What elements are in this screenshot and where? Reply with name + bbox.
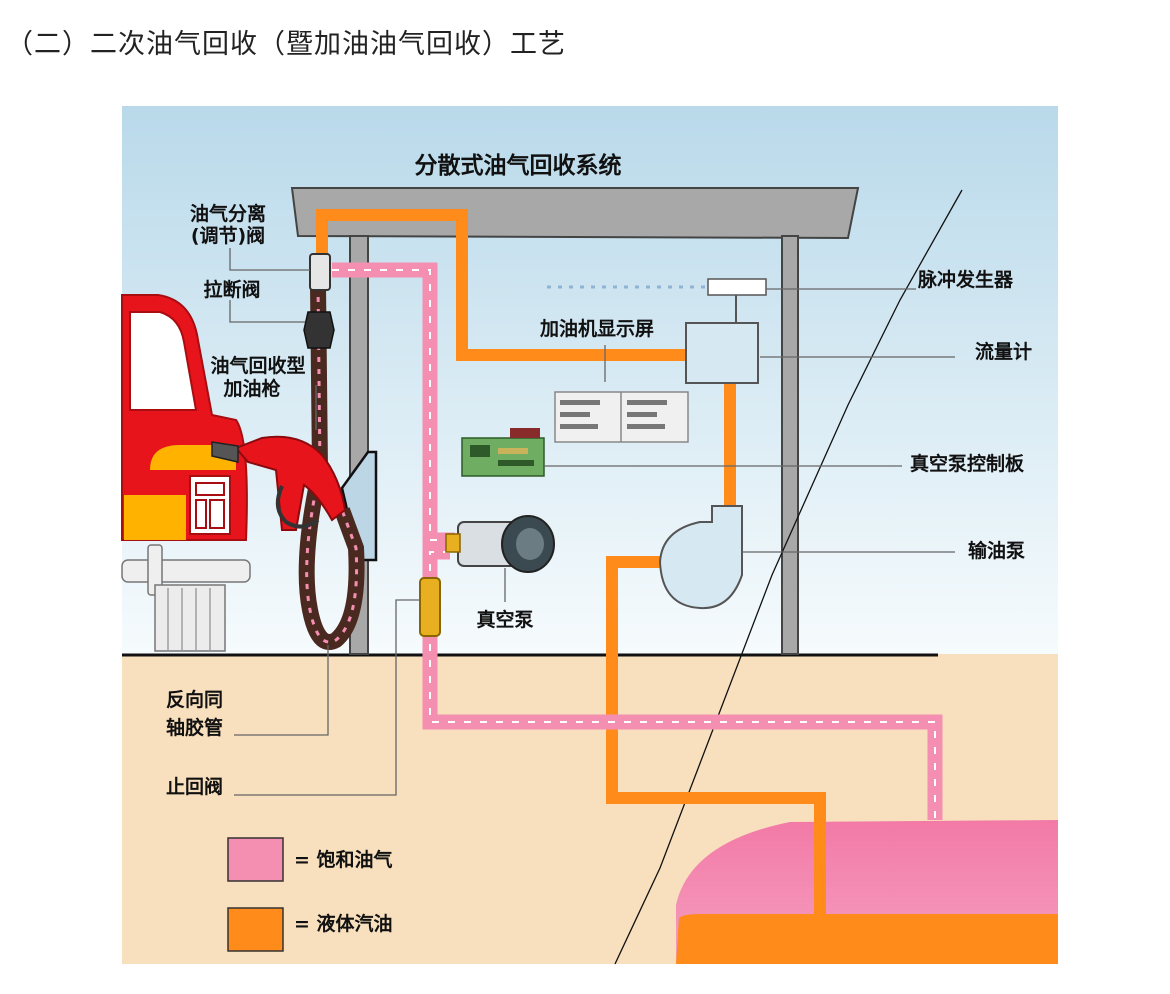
label-breakaway-valve: 拉断阀 — [203, 278, 260, 301]
label-separator-valve: 油气分离 — [190, 202, 266, 225]
tank-liquid — [676, 914, 1058, 964]
coaxial-hose — [298, 284, 365, 650]
nozzle-holster — [340, 450, 378, 562]
liquid-line-canopy — [316, 209, 690, 361]
section-break-line — [614, 189, 963, 965]
legend-label-liquid: = 液体汽油 — [294, 912, 393, 935]
label-pulse-generator: 脉冲发生器 — [917, 268, 1014, 291]
label-separator-valve-2: (调节)阀 — [191, 224, 265, 247]
label-hose: 反向同 — [166, 688, 223, 711]
label-flow-meter: 流量计 — [975, 340, 1032, 363]
separator-valve — [309, 253, 331, 291]
label-fuel-pump: 输油泵 — [968, 539, 1025, 562]
label-display: 加油机显示屏 — [539, 318, 654, 340]
vapor-lines — [332, 262, 943, 820]
label-vacuum-board: 真空泵控制板 — [910, 452, 1025, 475]
vacuum-control-board — [461, 428, 545, 477]
label-vacuum-pump: 真空泵 — [476, 608, 533, 631]
vacuum-pump — [445, 515, 555, 573]
fuel-pump — [658, 505, 743, 610]
canopy-pillar-right — [781, 235, 799, 655]
label-nozzle-2: 加油枪 — [222, 377, 280, 400]
leader-lines — [229, 248, 955, 796]
legend: = 饱和油气 = 液体汽油 — [227, 837, 393, 952]
pulse-generator — [707, 278, 767, 296]
legend-swatch-vapor — [227, 837, 284, 882]
label-check-valve: 止回阀 — [166, 775, 223, 798]
liquid-lines — [316, 209, 826, 914]
diagram-title: 分散式油气回收系统 — [415, 152, 622, 179]
label-hose-2: 轴胶管 — [166, 716, 223, 739]
label-nozzle: 油气回收型 — [210, 354, 305, 377]
breakaway-valve — [303, 311, 335, 349]
flow-meter — [685, 322, 759, 384]
check-valve — [419, 577, 441, 637]
dispenser-display — [554, 391, 689, 443]
page-heading: （二）二次油气回收（暨加油油气回收）工艺 — [6, 29, 566, 60]
liquid-line-tank — [606, 556, 826, 914]
canopy-roof — [290, 187, 860, 240]
legend-swatch-liquid — [227, 907, 284, 952]
fuel-nozzle — [211, 435, 347, 531]
car — [121, 294, 251, 652]
legend-label-vapor: = 饱和油气 — [294, 848, 393, 871]
